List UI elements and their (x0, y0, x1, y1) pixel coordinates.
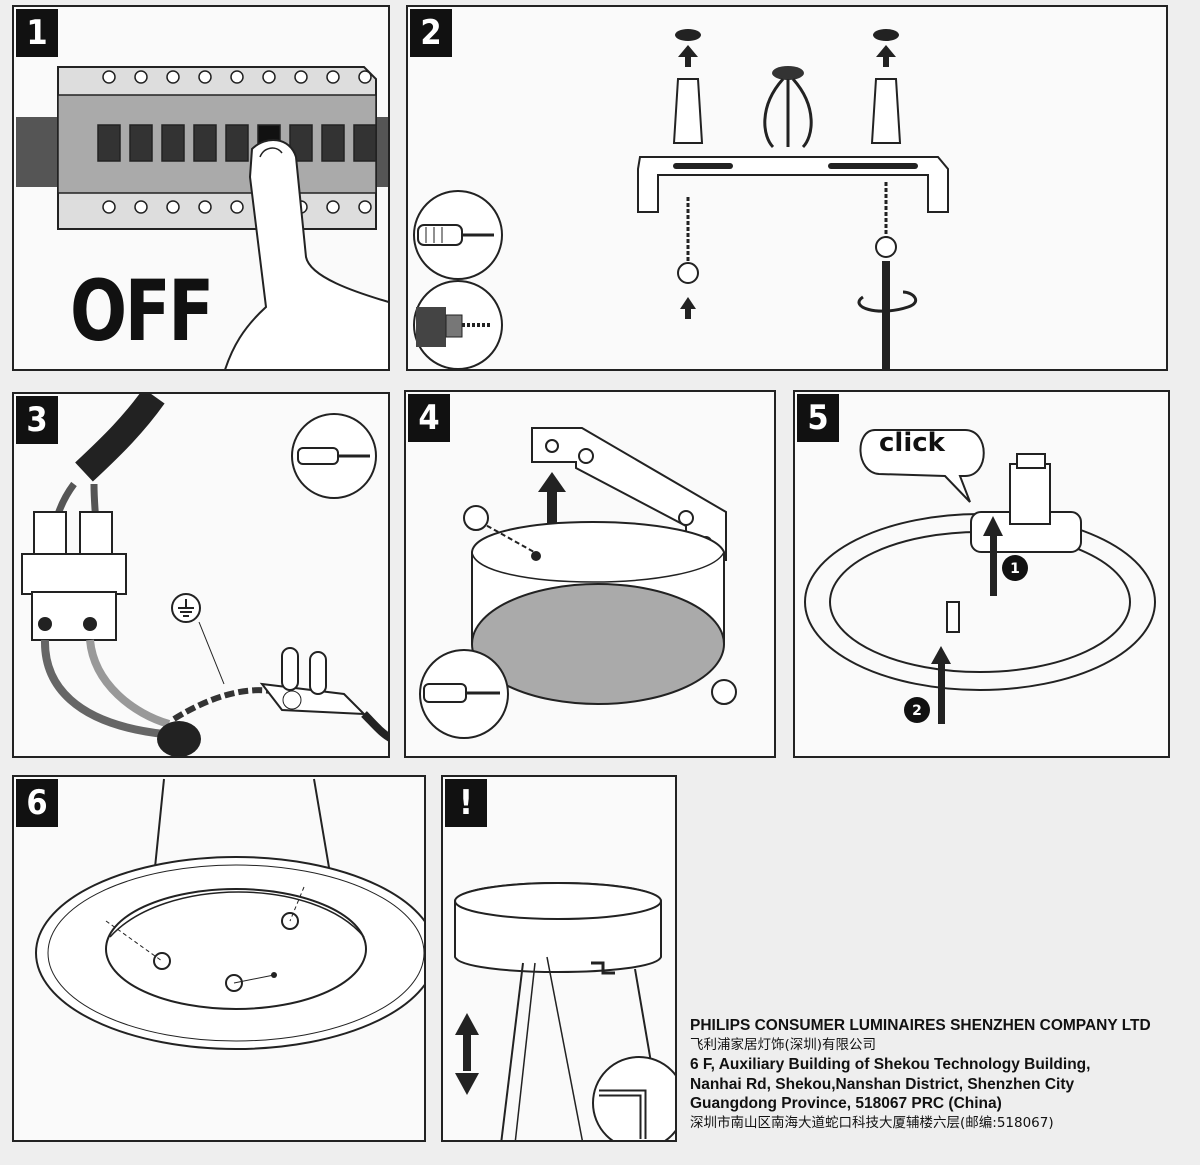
diffuser-fastening-illustration (35, 778, 424, 1050)
wiring-illustration (21, 394, 388, 756)
address-line-1: 6 F, Auxiliary Building of Shekou Techno… (690, 1056, 1091, 1073)
step-number: ! (445, 779, 487, 827)
step-number: 1 (16, 9, 58, 57)
bracket-mounting-illustration (413, 29, 949, 369)
step-marker-1: 1 (1010, 561, 1020, 577)
address-cn: 深圳市南山区南海大道蛇口科技大厦辅楼六层(邮编:518067) (690, 1114, 1054, 1131)
step-number: 3 (16, 396, 58, 444)
breaker-illustration (16, 66, 388, 369)
company-name: PHILIPS CONSUMER LUMINAIRES SHENZHEN COM… (690, 1017, 1151, 1034)
off-label: OFF (70, 262, 214, 360)
step-number: 4 (408, 394, 450, 442)
screwdriver-icon (413, 190, 503, 280)
address-line-2: Nanhai Rd, Shekou,Nanshan District, Shen… (690, 1075, 1075, 1093)
step-5-panel: 5 1 2 click (793, 390, 1170, 758)
screwdriver-icon (291, 413, 377, 499)
step-6-panel: 6 (12, 775, 426, 1142)
step-number: 2 (410, 9, 452, 57)
screwdriver-icon (419, 649, 509, 739)
step-number: 6 (16, 779, 58, 827)
step-marker-2: 2 (912, 703, 922, 719)
step-2-panel: 2 (406, 5, 1168, 371)
suspension-adjustment-illustration (454, 882, 675, 1140)
click-callout: click (879, 428, 945, 458)
step-number: 5 (797, 394, 839, 442)
housing-mounting-illustration (419, 427, 737, 739)
step-1-panel: 1 OFF (12, 5, 390, 371)
company-name-cn: 飞利浦家居灯饰(深圳)有限公司 (690, 1036, 877, 1053)
step-3-panel: 3 (12, 392, 390, 758)
allen-key-icon (592, 1056, 675, 1140)
warning-panel: ! (441, 775, 677, 1142)
drill-icon (413, 280, 503, 369)
step-4-panel: 4 (404, 390, 776, 758)
tube-connection-illustration: 1 2 (804, 429, 1156, 724)
ground-symbol-icon (171, 593, 225, 685)
company-info: PHILIPS CONSUMER LUMINAIRES SHENZHEN COM… (690, 1016, 1190, 1133)
address-line-3: Guangdong Province, 518067 PRC (China) (690, 1095, 1002, 1112)
